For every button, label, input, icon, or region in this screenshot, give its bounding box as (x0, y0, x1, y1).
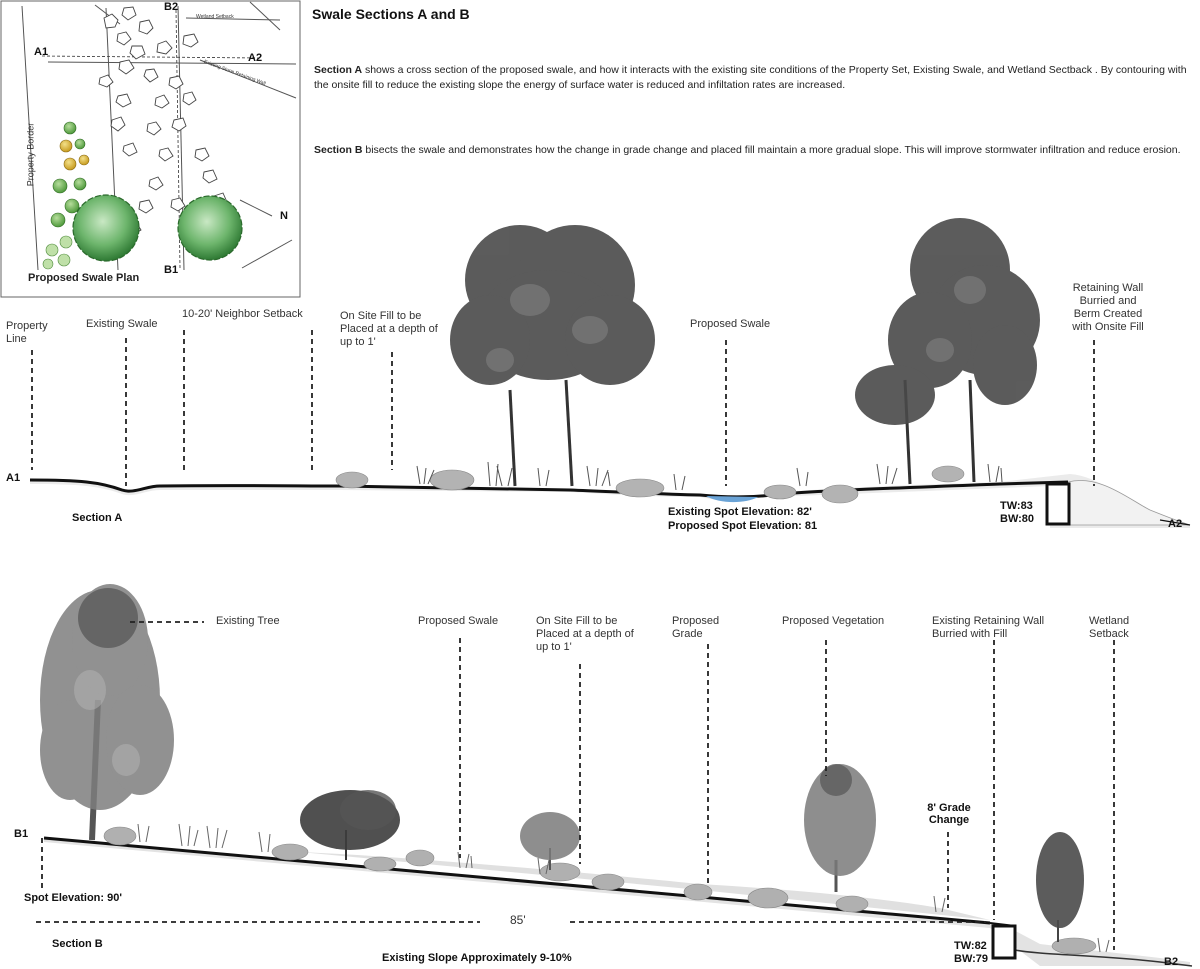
plan-marker-a1: A1 (34, 46, 49, 58)
section-b-proposed-swale-label: Proposed Swale (418, 615, 499, 627)
section-a-retaining-label: Retaining Wall Burried and Berm Created … (1072, 282, 1144, 333)
section-a-setback-label: 10-20' Neighbor Setback (182, 308, 303, 320)
plan-inset (0, 0, 301, 298)
section-b-distance: 85' (510, 913, 526, 927)
section-b-fill-label: On Site Fill to be Placed at a depth of … (536, 615, 634, 653)
proposed-vegetation-tree-icon (804, 764, 876, 892)
wetland-tree-icon (1036, 832, 1084, 942)
page-title: Swale Sections A and B (312, 6, 470, 22)
section-b-wall-bottom: BW:79 (954, 953, 989, 965)
plan-tree-left-icon (72, 194, 140, 262)
section-a-fill-label: On Site Fill to be Placed at a depth of … (340, 310, 438, 348)
section-a-existing-swale-label: Existing Swale (86, 318, 158, 330)
section-b-proposed-grade-label: Proposed Grade (672, 615, 720, 640)
section-b-grade-change-label: 8' Grade Change (927, 802, 971, 826)
existing-tree-icon (40, 584, 174, 841)
section-a-tree-left-icon (450, 225, 655, 487)
plan-property-border-label: Property Border (25, 122, 36, 187)
section-b-description-text: bisects the swale and demonstrates how t… (362, 144, 1181, 156)
plan-marker-b2: B2 (164, 1, 179, 13)
section-b-small-tree-icon (520, 812, 580, 870)
section-b-vegetation-label: Proposed Vegetation (782, 615, 885, 627)
section-b-retaining-label: Existing Retaining Wall Burried with Fil… (932, 615, 1045, 640)
section-b-wetland-label: Wetland Setback (1089, 615, 1130, 640)
plan-marker-a2: A2 (248, 52, 263, 64)
section-a-proposed-swale-label: Proposed Swale (690, 318, 771, 330)
section-b-end-marker: B2 (1164, 956, 1179, 968)
plan-marker-b1: B1 (164, 264, 179, 276)
section-b-description-lead: Section B (314, 144, 363, 156)
section-a-drawing (29, 218, 1191, 528)
plan-caption: Proposed Swale Plan (28, 272, 140, 284)
section-b-wall-top: TW:82 (954, 940, 987, 952)
section-b-description: Section B bisects the swale and demonstr… (314, 143, 1194, 158)
section-b-start-marker: B1 (14, 828, 29, 840)
plan-wetland-setback-label: Wetland Setback (196, 14, 234, 20)
section-a-description: Section A shows a cross section of the p… (314, 63, 1194, 93)
section-b-slope: Existing Slope Approximately 9-10% (382, 952, 572, 964)
section-b-drawing (36, 584, 1193, 967)
section-b-shrub-icon (300, 790, 400, 860)
section-a-existing-elevation: Existing Spot Elevation: 82' (668, 506, 812, 518)
section-b-spot-elevation: Spot Elevation: 90' (24, 892, 122, 904)
plan-north-marker: N (280, 210, 288, 222)
section-a-proposed-elevation: Proposed Spot Elevation: 81 (668, 520, 818, 532)
section-a-description-lead: Section A (314, 64, 363, 76)
section-a-title: Section A (72, 512, 123, 524)
section-a-end-marker: A2 (1168, 518, 1183, 530)
section-a-description-text: shows a cross section of the proposed sw… (314, 64, 1187, 91)
section-a-tree-right-icon (855, 218, 1040, 485)
section-a-wall-bottom: BW:80 (1000, 513, 1035, 525)
section-a-start-marker: A1 (6, 472, 21, 484)
section-a-property-line-label: Property Line (6, 320, 48, 345)
plan-tree-right-icon (177, 195, 243, 261)
section-b-existing-tree-label: Existing Tree (216, 615, 280, 627)
section-b-title: Section B (52, 938, 103, 950)
section-a-wall-top: TW:83 (1000, 500, 1033, 512)
